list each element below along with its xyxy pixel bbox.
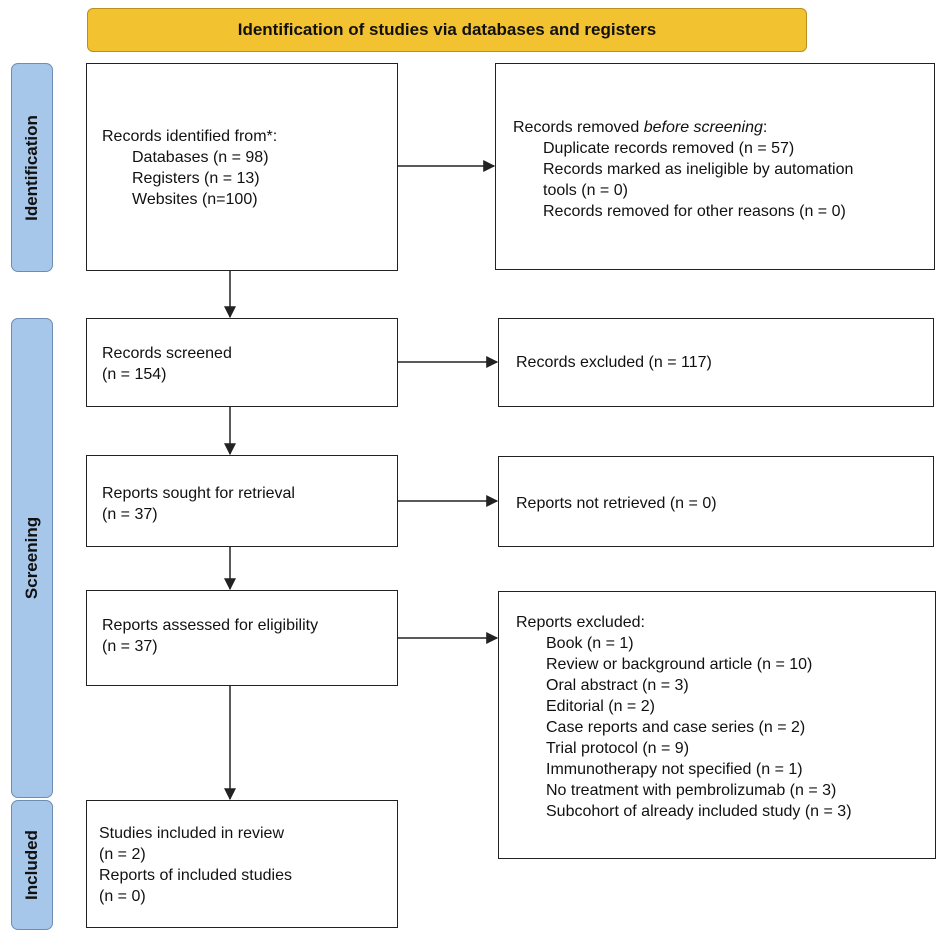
reports-excluded-item: Review or background article (n = 10)	[546, 656, 813, 673]
records-screened-box: Records screened (n = 154)	[86, 318, 398, 407]
studies-included-count: (n = 2)	[99, 846, 146, 863]
reports-excluded-title: Reports excluded:	[516, 614, 645, 631]
reports-sought-box: Reports sought for retrieval (n = 37)	[86, 455, 398, 547]
reports-excluded-item: No treatment with pembrolizumab (n = 3)	[546, 782, 837, 799]
records-removed-title-emphasis: before screening	[643, 119, 763, 136]
reports-assessed-count: (n = 37)	[102, 638, 158, 655]
records-identified-box: Records identified from*: Databases (n =…	[86, 63, 398, 271]
header-title: Identification of studies via databases …	[237, 20, 657, 39]
stage-identification: Identification	[11, 63, 53, 272]
databases-count: Databases (n = 98)	[132, 149, 269, 166]
studies-included-box: Studies included in review (n = 2) Repor…	[86, 800, 398, 928]
records-removed-title-prefix: Records removed	[513, 119, 644, 136]
reports-not-retrieved-title: Reports not retrieved (n = 0)	[516, 495, 717, 512]
websites-count: Websites (n=100)	[132, 191, 258, 208]
header-bar: Identification of studies via databases …	[87, 8, 807, 52]
automation-ineligible-count: tools (n = 0)	[543, 182, 628, 199]
reports-excluded-item: Case reports and case series (n = 2)	[546, 719, 806, 736]
records-screened-title: Records screened	[102, 345, 232, 362]
reports-not-retrieved-box: Reports not retrieved (n = 0)	[498, 456, 934, 547]
reports-included-count: (n = 0)	[99, 888, 146, 905]
reports-assessed-title: Reports assessed for eligibility	[102, 617, 319, 634]
reports-excluded-item: Subcohort of already included study (n =…	[546, 803, 852, 820]
stage-screening: Screening	[11, 318, 53, 798]
records-identified-title: Records identified from*:	[102, 128, 278, 145]
other-reasons: Records removed for other reasons (n = 0…	[543, 203, 846, 220]
reports-excluded-item: Trial protocol (n = 9)	[546, 740, 690, 757]
records-removed-title: Records removed before screening:	[513, 117, 934, 138]
duplicate-records: Duplicate records removed (n = 57)	[543, 140, 795, 157]
reports-excluded-item: Book (n = 1)	[546, 635, 634, 652]
records-excluded-box: Records excluded (n = 117)	[498, 318, 934, 407]
reports-sought-count: (n = 37)	[102, 506, 158, 523]
reports-excluded-item: Editorial (n = 2)	[546, 698, 655, 715]
reports-excluded-item: Oral abstract (n = 3)	[546, 677, 689, 694]
records-excluded-title: Records excluded (n = 117)	[516, 354, 712, 371]
reports-excluded-box: Reports excluded: Book (n = 1) Review or…	[498, 591, 936, 859]
reports-excluded-item: Immunotherapy not specified (n = 1)	[546, 761, 803, 778]
automation-ineligible: Records marked as ineligible by automati…	[543, 161, 854, 178]
reports-sought-title: Reports sought for retrieval	[102, 485, 295, 502]
reports-assessed-box: Reports assessed for eligibility (n = 37…	[86, 590, 398, 686]
records-removed-box: Records removed before screening: Duplic…	[495, 63, 935, 270]
reports-included-title: Reports of included studies	[99, 867, 292, 884]
stage-included: Included	[11, 800, 53, 930]
registers-count: Registers (n = 13)	[132, 170, 260, 187]
studies-included-title: Studies included in review	[99, 825, 284, 842]
records-screened-count: (n = 154)	[102, 366, 167, 383]
records-removed-title-suffix: :	[762, 119, 768, 136]
